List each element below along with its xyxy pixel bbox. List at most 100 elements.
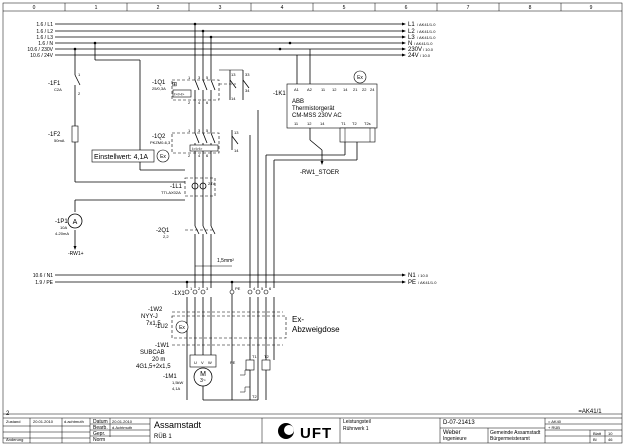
col-label-0: 0 [33,5,36,11]
svg-text:2: 2 [188,153,191,158]
q21-tag: -2Q1 [156,228,170,234]
svg-text:24: 24 [370,87,375,92]
svg-text:14: 14 [231,96,236,101]
q2-trip: I>I>I> [192,146,203,151]
svg-text:T1: T1 [341,121,346,126]
supply-left-labels: 1.6 / L1 1.6 / L2 1.6 / L3 1.6 / N 10.6 … [27,22,53,286]
svg-text:W: W [208,360,212,365]
motor-symbol: M [200,371,206,378]
svg-text:22: 22 [362,87,367,92]
svg-text:4: 4 [198,153,201,158]
client-sub: Bürgermeisteramt [490,436,530,442]
cable-1w1: -1W1 SUBCAB 20 m 4G1,5+2x1,5 [136,343,283,370]
svg-text:5: 5 [206,75,209,80]
f1-tag: -1F1 [48,81,61,87]
bus-24v-left: 10.6 / 24V [30,53,53,59]
motor-phase: 3~ [200,378,206,384]
col-label-6: 6 [405,5,408,11]
q1-trip: I>I>I> [174,92,185,97]
k1-tag: -1K1 [273,91,286,97]
svg-text:3: 3 [206,286,209,291]
svg-text:T2: T2 [264,354,269,359]
u2-tag: -1U2 [155,324,169,330]
fuse-1f2: -1F2 50mA [48,125,79,143]
m1-tag: -1M1 [163,374,177,380]
supply-buses [55,22,406,284]
svg-text:34: 34 [245,88,250,93]
k1-name: Thermistorgerät [292,106,335,112]
ammeter-symbol: A [73,219,78,226]
w2-tag: -1W2 [148,307,163,313]
svg-text:T2: T2 [252,394,257,399]
svg-text:14: 14 [343,87,348,92]
col-label-8: 8 [529,5,532,11]
svg-text:6: 6 [269,286,272,291]
bus-230v-right: 230V [408,47,422,53]
w1-length: 20 m [152,357,165,363]
svg-text:1: 1 [188,75,191,80]
svg-text:3: 3 [198,75,201,80]
f2-tag: -1F2 [48,132,61,138]
svg-text:U: U [194,360,197,365]
setting-value: Einstellwert: 4,1A [94,154,148,161]
page-ref-right: =AK41/1 [578,409,602,415]
bearb-value: d.Achtmuth [112,425,132,430]
control-circuit [73,43,185,250]
bus-l3-ref: / AK41/1.0 [417,35,436,40]
ex-mark-icon: Ex [156,149,170,163]
sheet-label: Blatt [593,431,602,436]
change-date: 20.01.2010 [33,419,54,424]
svg-text:5: 5 [206,128,209,133]
bus-l3-right: L3 [408,35,415,41]
m1-power: 1,5kW [172,380,184,385]
drawing-number: D-07-21413 [443,420,475,426]
k1-maker: ABB [292,99,304,105]
q21-rating: 2,2 [163,234,169,239]
bus-24v-ref: / 10.0 [420,53,431,58]
title-block: 2 Zustand Änderung 20.01.2010 d.achtmuth… [3,411,622,443]
motor-thermistors: T1 T2 T2 [240,354,271,400]
leistung-sub: Rührwerk 1 [343,426,369,432]
bus-230v-left: 10.6 / 230V [27,47,53,53]
bus-l1-left: 1.6 / L1 [36,22,53,28]
svg-text:4: 4 [198,100,201,105]
thermistor-relay-1k1: -1K1 ABB Thermistorgerät CM-MSS 230V AC … [249,49,378,288]
change-by: d.achtmuth [64,419,84,424]
p1-wire: -RW1+ [68,251,84,257]
ex-box-ex-icon: Ex [175,320,189,334]
fuse-1f1: -1F1 C2A 1 2 [48,72,81,96]
q2-tag: -1Q2 [152,134,166,140]
svg-text:A2: A2 [307,87,313,92]
q1-rating: 25/0,3A [152,86,166,91]
col-label-2: 2 [157,5,160,11]
col-label-9: 9 [590,5,593,11]
w1-type: SUBCAB [140,350,165,356]
bus-24v-right: 24V [408,53,419,59]
svg-text:14: 14 [320,121,325,126]
bus-n-left: 1.6 / N [38,41,53,47]
column-ruler: 0 1 2 3 4 5 6 7 8 9 [33,3,593,11]
ex-junction-box: -1U2 Ex- Abzweigdose Ex [155,315,340,339]
q2-rating: PKZM0-6,3 [150,140,171,145]
bus-pe-ref: / AK41/1.0 [418,280,437,285]
w1-tag: -1W1 [155,343,170,349]
cable-size-label: 1,5mm² [217,258,234,264]
rw-stoer-label: -RW1_STOER [300,170,340,176]
k1-model: CM-MSS 230V AC [292,113,342,119]
contactor-2q1: -2Q1 2,2 [156,225,216,240]
f2-rating: 50mA [54,138,65,143]
l1-type: TTI-AX02A [161,190,181,195]
x1-tag: -1X1 [172,291,185,297]
ex-box-label-2: Abzweigdose [292,325,340,334]
company-sub: Ingenieure [443,436,467,442]
svg-text:33: 33 [245,72,250,77]
k1-ex-mark-icon: Ex [353,70,367,84]
subproject-name: RÜB 1 [154,433,172,440]
col-label-4: 4 [281,5,284,11]
client-name: Gemeinde Assamstadt [490,430,541,436]
sheet-number: 2 [6,411,10,417]
rev-label-1: Zustand [6,419,20,424]
logo-text: UFT [300,425,332,442]
